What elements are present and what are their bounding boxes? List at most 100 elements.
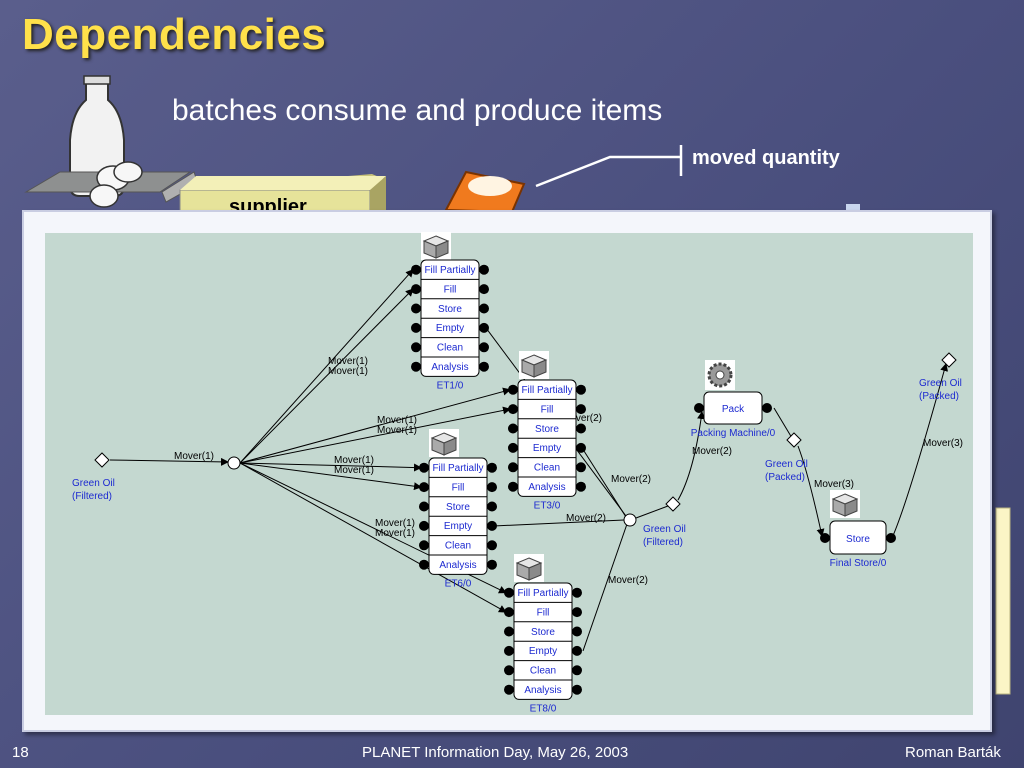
edge-junction-to-tank-3-op-1 — [239, 462, 507, 613]
tank-2-in-port-1 — [508, 404, 518, 415]
edge-label-mover1-d: Mover(1) — [377, 415, 417, 426]
edge-label-mover1-a: Mover(1) — [174, 451, 214, 462]
left-item-label-1: Green Oil — [72, 478, 115, 489]
edge-label-mover1-i: Mover(1) — [375, 528, 415, 539]
edge-label-mover2-b: Mover(2) — [611, 474, 651, 485]
tank-3-out-port-3 — [487, 520, 497, 531]
tank-3-out-port-1 — [487, 482, 497, 493]
tank-3-cube-icon — [429, 429, 459, 457]
eggs-icon — [89, 161, 143, 208]
tank-2-op-1: Fill — [541, 404, 554, 415]
tank-1-op-1: Fill — [444, 284, 457, 295]
tank-1-in-port-1 — [411, 284, 421, 295]
tank-1-out-port-1 — [479, 284, 489, 295]
tank-2-op-5: Analysis — [528, 482, 565, 493]
tank-3-in-port-1 — [419, 482, 429, 493]
tank-2-out-port-2 — [576, 423, 586, 434]
edge-label-mover1-g: Mover(1) — [334, 465, 374, 476]
packing-op-label: Pack — [722, 404, 745, 415]
final-store-cube-icon-right — [844, 498, 858, 517]
tank-4-in-port-5 — [504, 684, 514, 695]
edge-junction-to-tank-0-op-0 — [239, 268, 414, 464]
edge-junction2-to-mid-item — [635, 505, 669, 519]
tank-2-op-2: Store — [535, 424, 559, 435]
edge-label-mover1-f: Mover(1) — [334, 455, 374, 466]
diagram-canvas — [45, 233, 973, 715]
left-item-label-2: (Filtered) — [72, 491, 112, 502]
final-store-box — [829, 520, 887, 555]
edge-packed-item-to-store — [797, 445, 825, 537]
slide-title: Dependencies — [22, 10, 327, 59]
junction-1 — [227, 456, 241, 470]
moved-quantity-callout: moved quantity — [692, 147, 840, 169]
tank-4-in-port-1 — [504, 607, 514, 618]
tank-2-out-port-0 — [576, 384, 586, 395]
edge-label-mover1-b: Mover(1) — [328, 356, 368, 367]
edge-junction-to-tank-2-op-1 — [239, 462, 422, 491]
tank-2-in-port-3 — [508, 442, 518, 453]
process-network: Mover(1)Mover(1)Mover(1)Mover(1)Mover(1)… — [45, 232, 973, 715]
tank-4-in-port-0 — [504, 587, 514, 598]
final-item-diamond — [941, 352, 957, 368]
tank-3-in-port-3 — [419, 520, 429, 531]
tank-3-in-port-0 — [419, 462, 429, 473]
final-store-out-port — [886, 533, 896, 543]
edge-junction-to-tank-2-op-0 — [239, 462, 422, 472]
tank-3-cube-icon-right — [443, 437, 457, 456]
edge-et3-empty-to-junction2 — [581, 447, 627, 518]
tank-4-out-port-2 — [572, 626, 582, 637]
tank-1-cube-icon-right — [435, 240, 449, 259]
edge-junction-to-tank-0-op-1 — [239, 288, 414, 464]
junction-2 — [623, 513, 637, 527]
edge-junction-to-tank-1-op-0 — [239, 387, 511, 464]
packed-item-label-2: (Packed) — [765, 472, 805, 483]
edge-label-mover2-e: Mover(2) — [692, 446, 732, 457]
slide-subtitle: batches consume and produce items — [172, 94, 663, 127]
tank-1-out-port-0 — [479, 264, 489, 275]
footer-center-text: PLANET Information Day, May 26, 2003 — [362, 744, 629, 761]
tank-4-cube-icon-right — [528, 562, 542, 581]
tank-4-in-port-3 — [504, 645, 514, 656]
tank-1-in-port-2 — [411, 303, 421, 314]
tank-3-in-port-4 — [419, 540, 429, 551]
tank-2-out-port-5 — [576, 481, 586, 492]
edge-label-mover3-b: Mover(3) — [923, 438, 963, 449]
tank-2-op-3: Empty — [533, 443, 561, 454]
tank-4-op-2: Store — [531, 627, 555, 638]
footer-author: Roman Barták — [905, 744, 1001, 761]
tank-4-op-1: Fill — [537, 607, 550, 618]
tank-4-in-port-2 — [504, 626, 514, 637]
tank-3-op-0: Fill Partially — [432, 463, 483, 474]
edge-pack-to-packed-item — [773, 407, 793, 439]
final-store-name: Final Store/0 — [830, 558, 887, 569]
tank-2-out-port-4 — [576, 462, 586, 473]
tank-4-op-3: Empty — [529, 646, 557, 657]
tank-4-out-port-5 — [572, 684, 582, 695]
edge-label-mover2-c: Mover(2) — [566, 513, 606, 524]
tank-1-cube-icon — [421, 232, 451, 260]
edge-label-mover1-e: Mover(1) — [377, 425, 417, 436]
packing-out-port — [762, 403, 772, 413]
edge-junction-to-tank-1-op-1 — [239, 406, 511, 464]
tank-2-in-port-0 — [508, 384, 518, 395]
mid-item-label-1: Green Oil — [643, 524, 686, 535]
tank-2-cube-icon — [519, 351, 549, 379]
packing-in-port — [694, 403, 704, 413]
tank-1-in-port-4 — [411, 342, 421, 353]
tank-2-in-port-4 — [508, 462, 518, 473]
background-shape-top — [846, 204, 860, 214]
tank-1-op-3: Empty — [436, 323, 464, 334]
tank-4-out-port-4 — [572, 665, 582, 676]
tank-2-out-port-1 — [576, 404, 586, 415]
tank-2-cube-icon-right — [533, 359, 547, 378]
tank-1-in-port-3 — [411, 322, 421, 333]
tank-3-out-port-0 — [487, 462, 497, 473]
tank-4-in-port-4 — [504, 665, 514, 676]
edge-label-mover2-d: Mover(2) — [608, 575, 648, 586]
tank-4-cube-icon — [514, 554, 544, 582]
pie-icon — [444, 170, 526, 214]
final-store-op-label: Store — [846, 534, 870, 545]
tank-1-out-port-2 — [479, 303, 489, 314]
tank-1-in-port-0 — [411, 264, 421, 275]
